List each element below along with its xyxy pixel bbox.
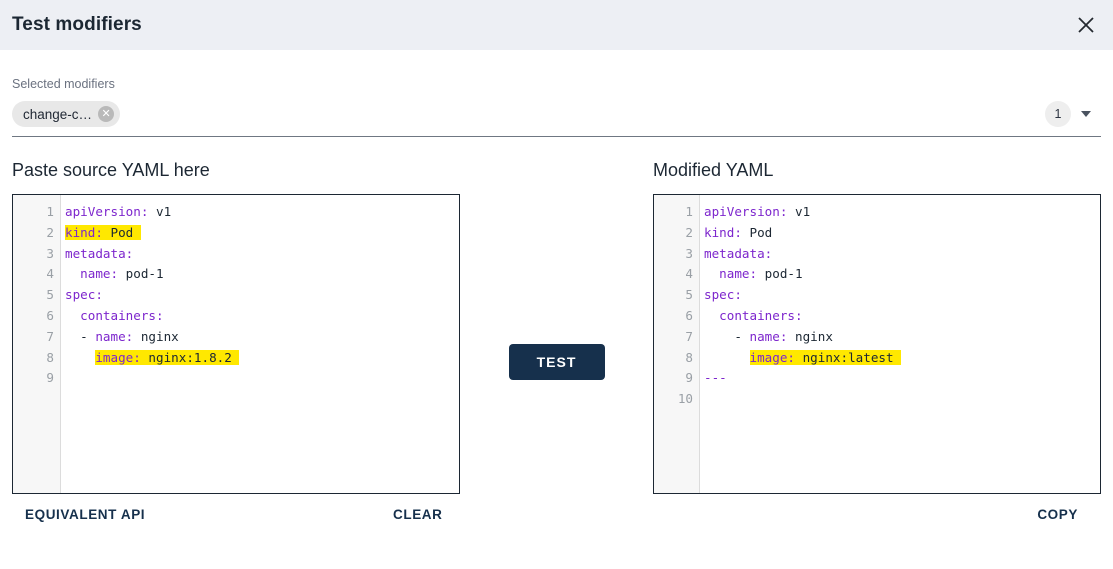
line-number: 1: [46, 204, 54, 219]
chip-area: change-c… ✕: [12, 101, 1045, 127]
line-number: 6: [46, 307, 54, 323]
code-line: apiVersion: v1: [65, 204, 172, 219]
line-number: 3: [46, 245, 54, 261]
source-code-area[interactable]: apiVersion: v1 kind: Pod metadata: name: …: [61, 195, 459, 493]
test-button[interactable]: TEST: [508, 344, 605, 380]
line-number: 5: [46, 287, 54, 303]
source-line-number-gutter: 1 2 3 4 5 6 7 8 9: [13, 195, 61, 493]
code-line: spec:: [65, 287, 103, 303]
code-line: containers:: [80, 307, 164, 323]
code-line: image: nginx:latest: [749, 349, 902, 365]
line-number: 7: [685, 328, 693, 344]
line-number: 2: [46, 224, 54, 240]
chevron-down-icon[interactable]: [1081, 111, 1091, 117]
modified-code-area[interactable]: apiVersion: v1 kind: Pod metadata: name: p…: [700, 195, 1100, 493]
code-line: - name: nginx: [704, 328, 833, 344]
line-number: 8: [46, 349, 54, 365]
modified-pane-title: Modified YAML: [653, 160, 774, 180]
line-number: 10: [677, 391, 693, 407]
footer-actions: EQUIVALENT API CLEAR COPY: [12, 494, 1101, 544]
modifier-chip[interactable]: change-c… ✕: [12, 101, 121, 127]
line-number: 4: [46, 266, 54, 282]
code-line: spec:: [704, 287, 742, 303]
line-number: 9: [685, 370, 693, 386]
selected-count-badge: 1: [1045, 101, 1071, 127]
code-line: [65, 368, 459, 389]
modified-yaml-editor[interactable]: 1 2 3 4 5 6 7 8 9 10 apiVersion: v1 kind: Pod metad…: [653, 194, 1101, 494]
equivalent-api-button[interactable]: EQUIVALENT API: [25, 507, 146, 522]
dialog-header: Test modifiers: [0, 0, 1113, 50]
copy-button[interactable]: COPY: [1037, 507, 1078, 522]
code-line: metadata:: [704, 245, 773, 261]
modifiers-select[interactable]: change-c… ✕ 1: [12, 99, 1101, 137]
code-line: apiVersion: v1: [704, 204, 811, 219]
selected-modifiers-section: Selected modifiers change-c… ✕ 1: [0, 50, 1113, 137]
code-line: ---: [704, 370, 727, 386]
close-icon: [1076, 15, 1096, 35]
code-line: kind: Pod: [704, 224, 773, 240]
line-number: 8: [685, 349, 693, 365]
modified-pane: Modified YAML 1 2 3 4 5 6 7 8 9 10 apiVersion: v1…: [653, 159, 1101, 494]
modifier-chip-label: change-c…: [23, 106, 93, 122]
close-circle-icon[interactable]: ✕: [98, 106, 115, 122]
code-line: metadata:: [65, 245, 134, 261]
line-number: 7: [46, 328, 54, 344]
test-button-column: TEST: [460, 159, 653, 380]
source-pane-title: Paste source YAML here: [12, 160, 210, 180]
line-number: 5: [685, 287, 693, 303]
code-line: name: pod-1: [80, 266, 164, 282]
source-yaml-editor[interactable]: 1 2 3 4 5 6 7 8 9 apiVersion: v1 kind: Pod metada…: [12, 194, 460, 494]
clear-button[interactable]: CLEAR: [393, 507, 443, 522]
line-number: 1: [685, 204, 693, 219]
line-number: 4: [685, 266, 693, 282]
line-number: 6: [685, 307, 693, 323]
code-line: containers:: [719, 307, 803, 323]
line-number: 2: [685, 224, 693, 240]
selected-modifiers-label: Selected modifiers: [12, 77, 115, 91]
code-line: [704, 389, 1100, 410]
code-line: - name: nginx: [65, 328, 179, 344]
line-number: 3: [685, 245, 693, 261]
line-number: 9: [46, 370, 54, 386]
modified-line-number-gutter: 1 2 3 4 5 6 7 8 9 10: [654, 195, 700, 493]
editor-panes: Paste source YAML here 1 2 3 4 5 6 7 8 9 apiVers…: [0, 159, 1113, 494]
close-button[interactable]: [1065, 4, 1107, 46]
source-pane: Paste source YAML here 1 2 3 4 5 6 7 8 9 apiVers…: [12, 159, 460, 494]
code-line: name: pod-1: [719, 266, 803, 282]
select-right-controls: 1: [1045, 101, 1101, 127]
code-line: kind: Pod: [65, 224, 141, 240]
code-line: image: nginx:1.8.2: [95, 349, 240, 365]
page-title: Test modifiers: [12, 14, 142, 35]
